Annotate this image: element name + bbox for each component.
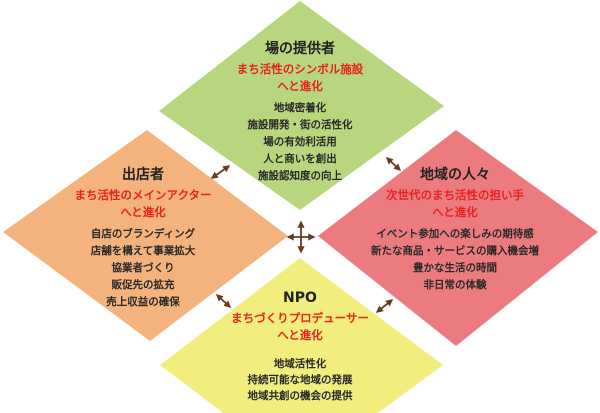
provider-item: 施設開発・街の活性化: [247, 119, 353, 131]
npo-title: NPO: [283, 290, 317, 306]
provider-subtitle: へと進化: [277, 79, 323, 93]
provider-block: 場の提供者 まち活性のシンボル施設 へと進化 地域密着化 施設開発・街の活性化 …: [237, 40, 364, 185]
provider-diamond: [159, 1, 444, 210]
people-block: 地域の人々 次世代のまち活性の担い手 へと進化 イベント参加への楽しみの期待感 …: [371, 166, 539, 294]
shop-title: 出店者: [122, 167, 164, 183]
people-item: 豊かな生活の時間: [413, 262, 497, 274]
provider-item: 人と商いを創出: [263, 153, 337, 165]
shop-subtitle: へと進化: [120, 205, 166, 219]
npo-subtitle: へと進化: [277, 328, 323, 342]
people-subtitle: 次世代のまち活性の担い手: [386, 188, 524, 202]
people-item: 新たな商品・サービスの購入機会増: [371, 245, 539, 257]
shop-item: 売上収益の確保: [106, 296, 180, 308]
double-arrow-icon: [375, 299, 394, 313]
shop-item: 協業者づくり: [111, 262, 175, 274]
people-title: 地域の人々: [420, 167, 490, 183]
shop-item: 店舗を構えて事業拡大: [90, 245, 196, 257]
people-item: イベント参加への楽しみの期待感: [376, 228, 534, 240]
people-item: 非日常の体験: [423, 279, 487, 291]
npo-item: 地域共創の機会の提供: [247, 390, 353, 402]
double-arrow-icon: [215, 294, 232, 308]
npo-item: 地域活性化: [273, 358, 327, 370]
provider-title: 場の提供者: [265, 41, 335, 57]
provider-subtitle: まち活性のシンボル施設: [236, 62, 364, 76]
shop-diamond: [3, 130, 288, 341]
npo-diamond: [160, 258, 443, 413]
people-diamond: [318, 130, 598, 346]
npo-item: 持続可能な地域の発展: [247, 374, 353, 386]
people-subtitle: へと進化: [432, 205, 478, 219]
shop-subtitle: まち活性のメインアクター: [74, 188, 212, 202]
shop-item: 販促先の拡充: [111, 279, 175, 291]
npo-subtitle: まちづくりプロデューサー: [231, 311, 369, 325]
double-arrow-icon: [210, 165, 231, 179]
shop-item: 自店のブランディング: [90, 228, 196, 240]
double-arrow-icon: [385, 157, 402, 171]
provider-item: 場の有効利活用: [263, 136, 337, 148]
four-way-arrow-icon: [286, 220, 316, 254]
provider-item: 地域密着化: [273, 102, 327, 114]
npo-block: NPO まちづくりプロデューサー へと進化 地域活性化 持続可能な地域の発展 地…: [231, 289, 369, 404]
shop-block: 出店者 まち活性のメインアクター へと進化 自店のブランディング 店舗を構えて事…: [75, 166, 212, 311]
provider-item: 施設認知度の向上: [258, 170, 342, 182]
